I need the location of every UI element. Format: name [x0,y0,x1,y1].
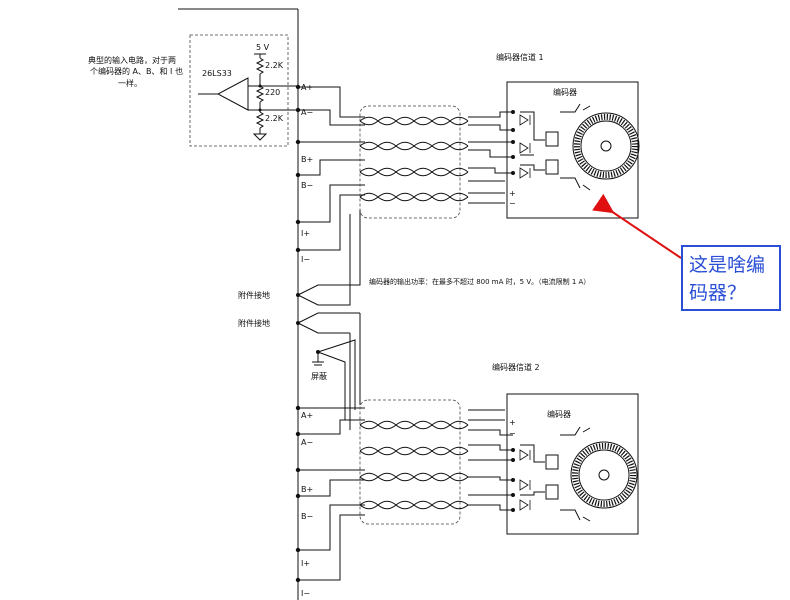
resistor-top [255,57,265,75]
cable-shield-top [359,105,461,219]
ground1-label: 附件接地 [238,290,270,300]
annotation-arrow [592,193,682,259]
pin-a-minus-top: A− [301,108,313,117]
shield-label: 屏蔽 [311,371,327,381]
ground-symbol [252,133,268,141]
pin-b-minus-top: B− [301,181,313,190]
r-bot-label: 2.2K [265,114,284,123]
pin-i-minus-bot: I− [301,589,310,598]
top-routing [298,86,365,251]
power-note: 编码器的输出功率：在最多不超过 800 mA 时，5 V。（电流限制 1 A） [369,277,590,286]
resistor-bot [255,111,265,129]
plus-label-bottom: + [509,418,516,427]
receiver-label: 26LS33 [202,69,232,78]
pin-b-plus-top: B+ [301,155,313,164]
bottom-cable-to-encoder [468,409,513,511]
top-cable-to-encoder [468,111,513,204]
input-note-line-2: 个编码器的 A、B、和 I 也 [90,66,183,76]
bottom-routing [298,407,365,581]
callout-text: 这是啥编码器？ [689,254,766,304]
ground2-label: 附件接地 [238,318,270,328]
pin-b-minus-bot: B− [301,512,313,521]
encoder-label-bottom: 编码器 [547,409,571,419]
ch1-label: 编码器信道 1 [496,52,544,62]
encoder-label-top: 编码器 [553,87,577,97]
pin-i-plus-top: I+ [301,229,310,238]
encoder-box-top [506,81,639,219]
sensor-array-top [545,103,591,191]
r-mid-label: 220 [265,88,280,97]
twisted-pairs-bottom [359,420,469,510]
encoder-terminals-top: + − [509,110,545,208]
encoder-disk-top [572,112,640,180]
encoder-box-bottom [506,393,639,535]
cable-shield-bottom [359,399,461,525]
pin-b-plus-bot: B+ [301,485,313,494]
pin-i-minus-top: I− [301,255,310,264]
minus-label-top: − [509,199,516,208]
v5-label: 5 V [256,43,270,52]
receiver-circuit-box [189,34,289,147]
ch2-label: 编码器信道 2 [492,362,540,372]
ground-routing [297,210,361,430]
plus-label-top: + [509,189,516,198]
twisted-pairs-top [359,116,469,202]
resistor-mid [255,85,265,103]
r-top-label: 2.2K [265,61,284,70]
annotation-callout: 这是啥编码器？ [681,245,781,311]
pin-a-minus-bot: A− [301,438,313,447]
input-note-line-1: 典型的输入电路，对于两 [88,55,176,65]
pin-a-plus-bot: A+ [301,411,313,420]
encoder-terminals-bottom: + − [509,418,545,512]
pin-i-plus-bot: I+ [301,559,310,568]
input-note-line-3: 一样。 [118,78,142,88]
encoder-disk-bottom [570,441,638,509]
receiver-amplifier-symbol [216,77,249,111]
sensor-array-bottom [545,426,591,522]
minus-label-bottom: − [509,429,516,438]
